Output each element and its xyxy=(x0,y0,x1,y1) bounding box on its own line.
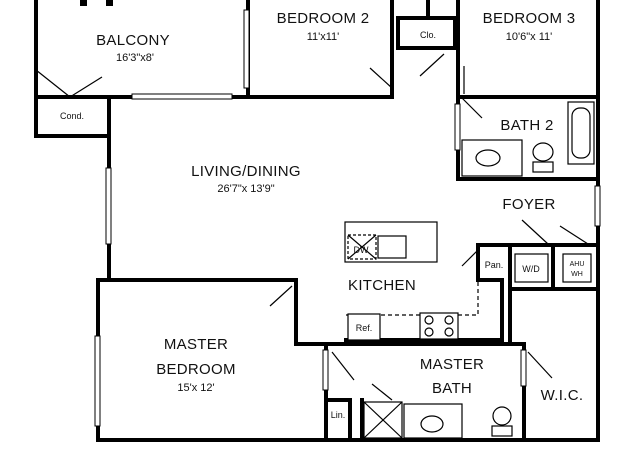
masterbath-vanity xyxy=(403,403,463,439)
balcony-post-right xyxy=(106,0,113,6)
master-bedroom-right-wall xyxy=(294,278,328,346)
ahu-box xyxy=(562,253,592,283)
master-bedroom-wall xyxy=(96,278,328,442)
foyer-name: FOYER xyxy=(502,196,555,213)
masterbath-toilet-tank xyxy=(491,425,513,437)
balcony-post-left xyxy=(80,0,87,6)
bath2-toilet xyxy=(532,142,554,162)
shower-x-b xyxy=(363,401,403,439)
burner-1 xyxy=(424,315,434,325)
masterbath-door xyxy=(331,351,355,381)
bedroom2-dims: 11'x11' xyxy=(307,31,340,43)
foyer-window xyxy=(594,185,601,227)
masterbath-toilet xyxy=(492,406,512,426)
windows xyxy=(94,9,601,427)
master-name-1: MASTER xyxy=(164,336,228,353)
bath2-name: BATH 2 xyxy=(500,117,553,134)
kitchen-sink-box xyxy=(347,234,377,260)
pantry-door xyxy=(461,249,479,267)
pantry-label: Pan. xyxy=(485,260,504,270)
washer-dryer-label: W/D xyxy=(522,264,540,274)
refrigerator-label: Ref. xyxy=(356,323,373,333)
bath2-vanity xyxy=(461,139,523,177)
master-window xyxy=(94,335,101,427)
balcony-window-top xyxy=(243,9,250,89)
living-dims: 26'7"x 13'9" xyxy=(217,183,274,195)
closet-door xyxy=(419,53,445,77)
closet-label: Clo. xyxy=(420,30,436,40)
shower-door xyxy=(371,383,393,401)
ahu-door xyxy=(559,225,589,245)
condenser-door xyxy=(69,76,103,98)
kitchen-counter-line xyxy=(346,280,479,316)
bath2-door xyxy=(461,97,483,119)
living-window xyxy=(105,167,112,245)
refrigerator xyxy=(347,313,381,341)
kitchen-counter-wall xyxy=(344,278,504,342)
wic-door xyxy=(527,351,553,379)
masterbath-name-1: MASTER xyxy=(420,356,484,373)
pantry-wall xyxy=(476,243,512,291)
dishwasher-label: DW xyxy=(354,245,369,255)
master-dims: 15'x 12' xyxy=(177,382,214,394)
ahu-label: AHU xyxy=(570,261,585,268)
condenser-label: Cond. xyxy=(60,111,84,121)
kitchen-sink xyxy=(377,235,407,259)
wic-name: W.I.C. xyxy=(541,387,584,404)
burner-2 xyxy=(444,315,454,325)
balcony-slider-door xyxy=(131,93,233,100)
masterbath-sink xyxy=(420,415,444,433)
wic-window xyxy=(520,349,527,387)
closet-wall xyxy=(396,16,457,50)
dw-cross-b xyxy=(347,234,377,260)
foyer-door xyxy=(521,219,549,245)
bath2-sink xyxy=(475,149,501,167)
bedroom2-name: BEDROOM 2 xyxy=(277,10,370,27)
linen-label: Lin. xyxy=(331,410,346,420)
balcony-door xyxy=(35,69,71,98)
bath2-window xyxy=(454,103,461,151)
bedroom3-name: BEDROOM 3 xyxy=(483,10,576,27)
master-name-2: BEDROOM xyxy=(156,361,236,378)
bath2-toilet-tank xyxy=(532,161,554,173)
living-name: LIVING/DINING xyxy=(191,163,301,180)
masterbath-name-2: BATH xyxy=(432,380,472,397)
washer-dryer-box xyxy=(514,253,549,283)
bathtub-inner xyxy=(571,107,591,159)
master-door xyxy=(269,285,293,307)
wh-label: WH xyxy=(571,271,583,278)
walls xyxy=(34,0,600,442)
burner-4 xyxy=(444,327,454,337)
doors xyxy=(35,53,589,401)
linen-wall xyxy=(324,398,352,442)
bedroom3-dims: 10'6"x 11' xyxy=(506,31,552,43)
balcony-name: BALCONY xyxy=(96,32,170,49)
bedroom2-door xyxy=(369,67,393,89)
balcony-dims: 16'3"x8' xyxy=(116,52,154,64)
kitchen-name: KITCHEN xyxy=(348,277,416,294)
kitchen-island xyxy=(344,221,438,263)
burner-3 xyxy=(424,327,434,337)
masterbath-window xyxy=(322,349,329,391)
wic-wall xyxy=(522,287,600,442)
